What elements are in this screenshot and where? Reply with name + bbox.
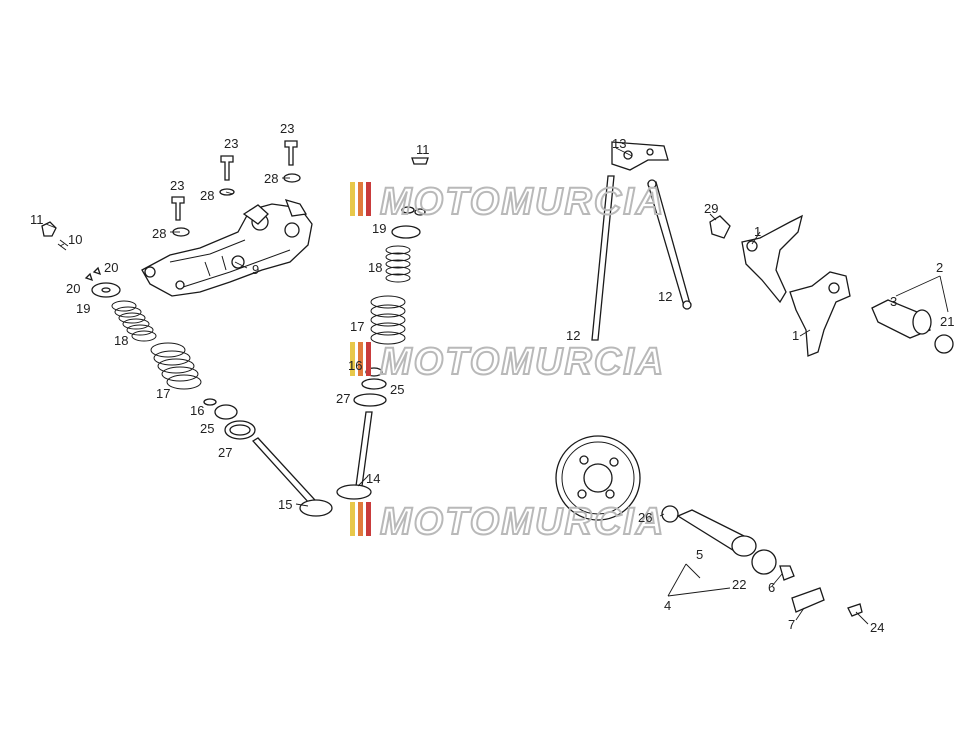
callout-12: 12 [566,328,580,343]
callout-13: 13 [612,136,626,151]
callout-20: 20 [104,260,118,275]
center-valve-stack [336,157,429,500]
callout-28: 28 [152,226,166,241]
left-valve-stack [41,221,333,517]
center-inner-spring [385,245,411,283]
callout-16: 16 [190,403,204,418]
callout-21: 21 [940,314,954,329]
rocker-arms-right [709,214,954,357]
watermark-text-top: MOTOMURCIA [380,181,665,223]
callout-12: 12 [658,289,672,304]
callout-23: 23 [224,136,238,151]
callout-4: 4 [664,598,671,613]
watermark-middle: MOTOMURCIA [350,340,665,384]
callout-22: 22 [732,577,746,592]
callout-18: 18 [368,260,382,275]
callout-2: 2 [936,260,943,275]
callout-15: 15 [278,497,292,512]
callout-7: 7 [788,617,795,632]
camshaft-gear [555,435,641,521]
watermark-text-bottom: MOTOMURCIA [380,501,665,543]
leader-lines [45,147,949,625]
callout-27: 27 [218,445,232,460]
callout-25: 25 [200,421,214,436]
callout-16: 16 [348,358,362,373]
callout-1: 1 [754,224,761,239]
callout-9: 9 [252,262,259,277]
push-rods [591,141,692,341]
callout-27: 27 [336,391,350,406]
callout-23: 23 [280,121,294,136]
decompressor-parts [661,505,863,617]
callout-19: 19 [76,301,90,316]
callout-5: 5 [696,547,703,562]
callout-6: 6 [768,580,775,595]
center-outer-spring [370,295,406,345]
callout-28: 28 [200,188,214,203]
callout-26: 26 [638,510,652,525]
left-inner-spring [111,300,157,342]
callout-25: 25 [390,382,404,397]
watermark-text-middle: MOTOMURCIA [380,341,665,383]
callout-labels: 23 23 23 28 28 28 11 10 20 20 19 18 17 1… [30,121,954,635]
callout-24: 24 [870,620,884,635]
left-outer-spring [150,342,202,390]
callout-11: 11 [416,142,430,157]
callout-23: 23 [170,178,184,193]
callout-3: 3 [890,294,897,309]
callout-14: 14 [366,471,380,486]
callout-28: 28 [264,171,278,186]
callout-10: 10 [68,232,82,247]
watermark-top: MOTOMURCIA [350,180,665,224]
watermark-bottom: MOTOMURCIA [350,500,665,544]
callout-29: 29 [704,201,718,216]
callout-1: 1 [792,328,799,343]
callout-17: 17 [156,386,170,401]
callout-17: 17 [350,319,364,334]
callout-19: 19 [372,221,386,236]
callout-20: 20 [66,281,80,296]
rocker-support-bracket [141,199,313,297]
callout-11: 11 [30,212,44,227]
callout-18: 18 [114,333,128,348]
